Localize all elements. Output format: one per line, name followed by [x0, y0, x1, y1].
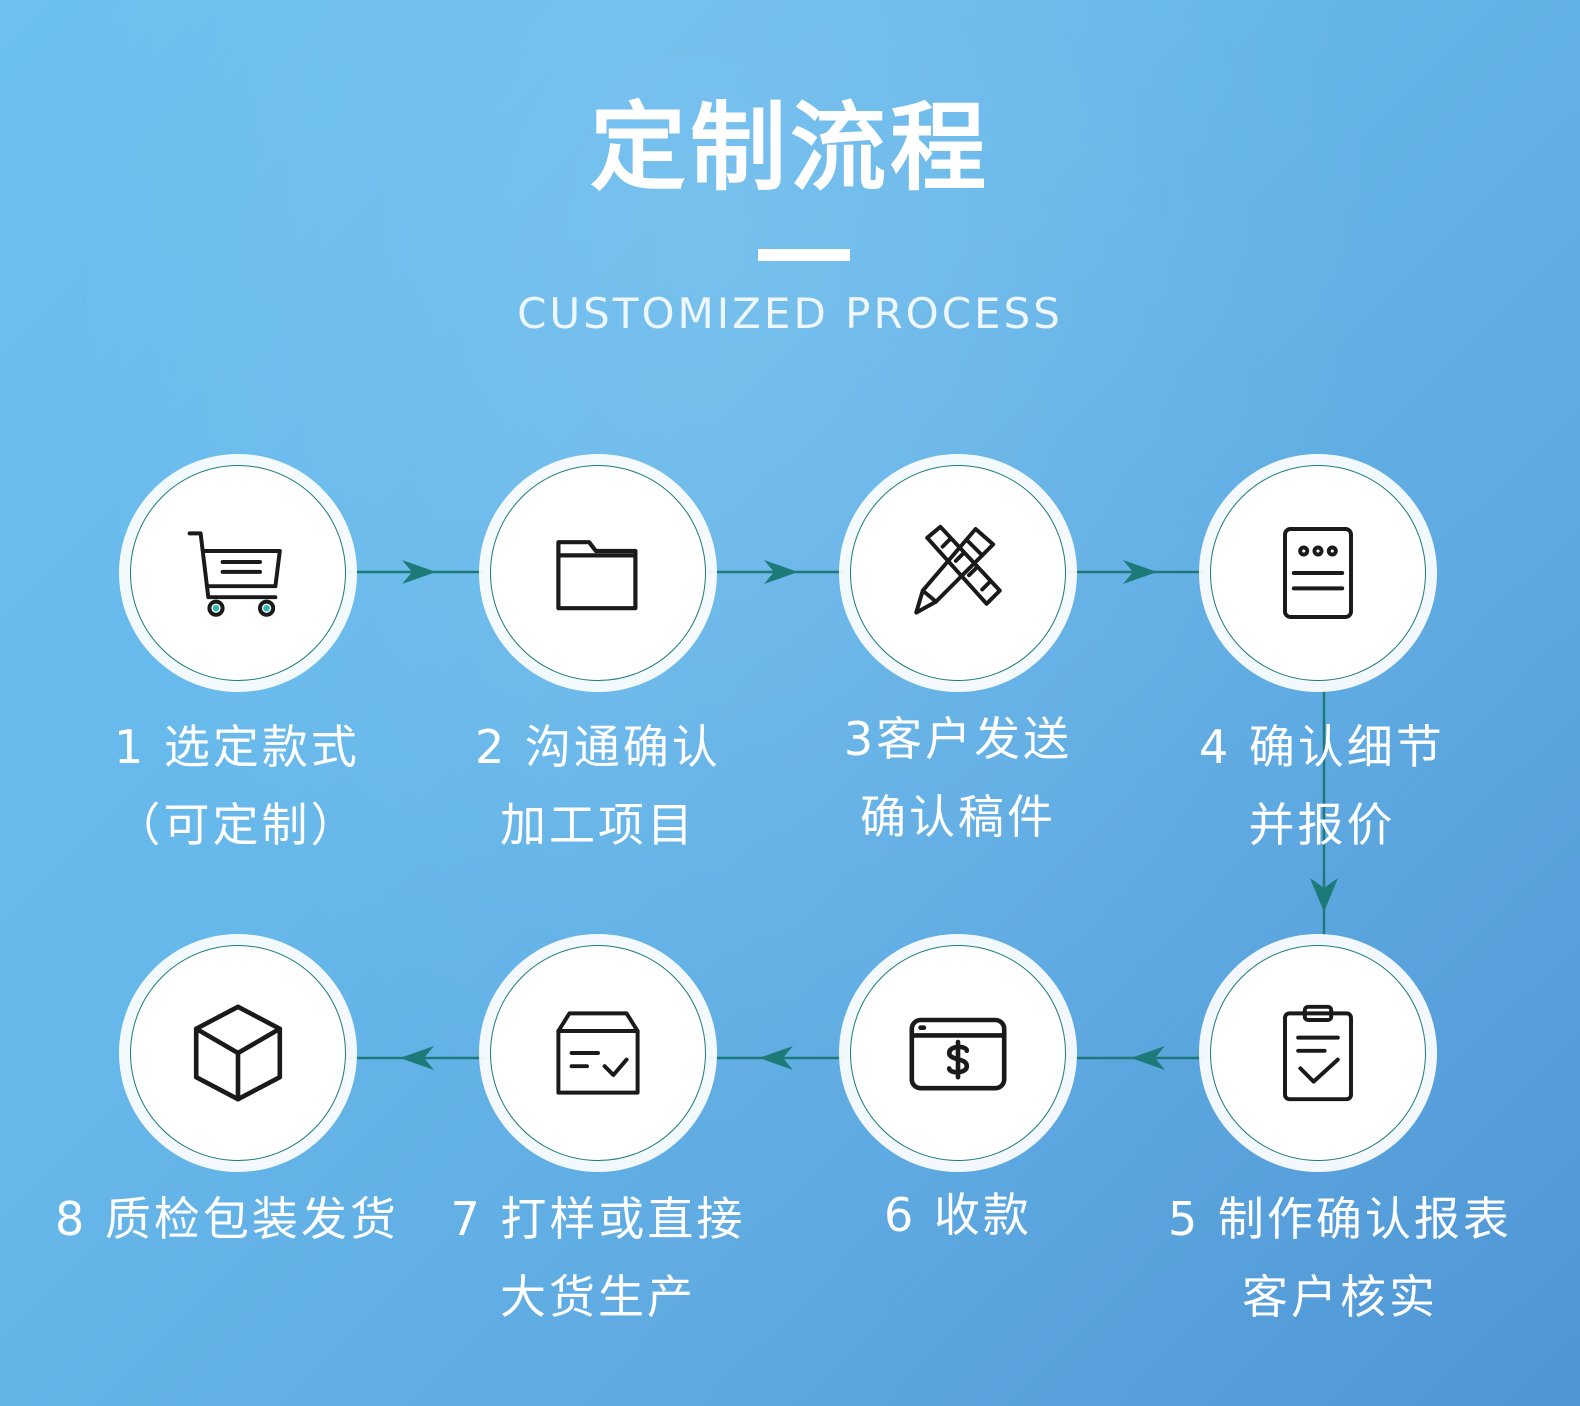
step-4-title: 4 确认细节: [1199, 720, 1445, 774]
shopping-cart-icon: [187, 531, 282, 617]
step-3-node: [850, 465, 1066, 681]
arrow-1-2: [402, 560, 436, 584]
step-5-node: [1210, 945, 1426, 1161]
page-title: 定制流程: [590, 92, 990, 204]
step-2-title: 2 沟通确认: [475, 720, 721, 774]
step-7-subtitle: 大货生产: [500, 1270, 696, 1324]
step-3-subtitle: 确认稿件: [860, 790, 1056, 844]
document-icon: [1283, 527, 1353, 619]
step-5-label: 5 制作确认报表 客户核实: [1150, 1180, 1530, 1336]
step-8-label: 8 质检包装发货: [37, 1180, 417, 1258]
folder-icon: [556, 540, 638, 611]
step-1-subtitle: （可定制）: [114, 798, 360, 852]
step-6-node: [850, 945, 1066, 1161]
box-check-icon: [556, 1011, 640, 1095]
clipboard-check-icon: [1283, 1004, 1353, 1102]
step-2-label: 2 沟通确认 加工项目: [408, 708, 788, 864]
step-1-label: 1 选定款式 （可定制）: [47, 708, 427, 864]
payment-card-icon: [909, 1017, 1007, 1091]
arrow-5-6: [1131, 1046, 1165, 1070]
step-1-node: [130, 465, 346, 681]
step-7-node: [490, 945, 706, 1161]
step-2-node: [490, 465, 706, 681]
arrow-6-7: [759, 1046, 793, 1070]
step-6-title: 6 收款: [884, 1188, 1032, 1242]
step-8-title: 8 质检包装发货: [55, 1192, 399, 1246]
step-4-subtitle: 并报价: [1248, 798, 1396, 852]
step-4-label: 4 确认细节 并报价: [1132, 708, 1512, 864]
arrow-4-5: [1310, 878, 1338, 912]
step-3-title: 3客户发送: [843, 712, 1073, 766]
page-subtitle: CUSTOMIZED PROCESS: [517, 289, 1063, 338]
step-6-label: 6 收款: [768, 1176, 1148, 1254]
arrow-7-8: [400, 1046, 434, 1070]
arrow-2-3: [764, 560, 798, 584]
package-cube-icon: [193, 1004, 283, 1102]
step-7-title: 7 打样或直接: [450, 1192, 746, 1246]
step-2-subtitle: 加工项目: [500, 798, 696, 852]
step-1-title: 1 选定款式: [114, 720, 360, 774]
step-7-label: 7 打样或直接 大货生产: [408, 1180, 788, 1336]
step-8-node: [130, 945, 346, 1161]
step-5-subtitle: 客户核实: [1242, 1270, 1438, 1324]
arrow-3-4: [1123, 560, 1157, 584]
step-5-title: 5 制作确认报表: [1168, 1192, 1512, 1246]
step-4-node: [1210, 465, 1426, 681]
title-underline: [758, 249, 850, 261]
pencil-ruler-icon: [914, 524, 1002, 615]
step-3-label: 3客户发送 确认稿件: [768, 700, 1148, 856]
